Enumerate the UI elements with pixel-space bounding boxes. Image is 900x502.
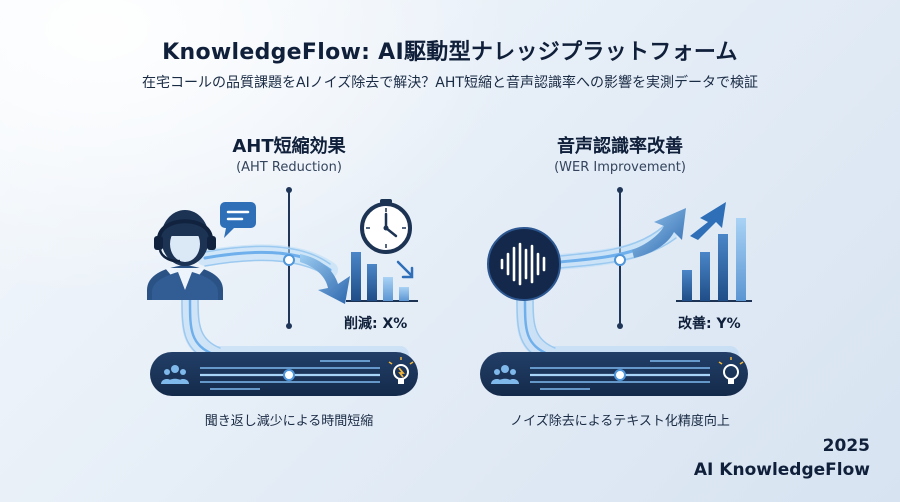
aht-flow-node [283, 254, 295, 266]
wer-caption: ノイズ除去によるテキスト化精度向上 [510, 414, 730, 429]
aht-bar-4 [399, 287, 409, 301]
wer-pill-node [614, 369, 626, 381]
team-icon-right [491, 365, 519, 384]
footer-brand: AI KnowledgeFlow [693, 460, 870, 480]
aht-bar-chart [346, 252, 418, 302]
wer-panel-subtitle: (WER Improvement) [554, 160, 686, 175]
aht-bar-3 [383, 277, 393, 301]
chat-bubble-icon [220, 202, 256, 238]
aht-panel-subtitle: (AHT Reduction) [236, 160, 342, 175]
page-title: KnowledgeFlow: AI駆動型ナレッジプラットフォーム [162, 40, 738, 65]
down-arrow-icon [300, 254, 350, 304]
down-small-arrow-icon [396, 260, 414, 279]
aht-panel-title: AHT短縮効果 [232, 136, 346, 157]
lightbulb-icon [388, 357, 414, 384]
up-arrow-icon [632, 208, 686, 258]
aht-pill-node [283, 369, 295, 381]
wer-flow-node [614, 254, 626, 266]
team-icon [161, 365, 189, 384]
wer-divider-dot-bottom [617, 323, 623, 329]
aht-divider-dot-bottom [286, 323, 292, 329]
aht-bar-1 [351, 252, 361, 301]
lightbulb-icon-right [718, 357, 744, 384]
sound-wave-icon [487, 227, 561, 301]
wer-bar-3 [718, 234, 728, 301]
wer-bar-2 [700, 252, 710, 301]
wer-bar-4 [736, 218, 746, 301]
wer-metric: 改善: Y% [678, 316, 741, 332]
aht-bar-2 [367, 264, 377, 301]
operator-headset-icon [147, 210, 223, 300]
aht-caption: 聞き返し減少による時間短縮 [204, 414, 374, 429]
wer-bar-chart [676, 202, 752, 302]
aht-divider-dot-top [286, 187, 292, 193]
wer-bar-1 [682, 270, 692, 301]
footer-year: 2025 [822, 436, 870, 456]
wer-panel-title: 音声認識率改善 [557, 136, 683, 157]
page-subtitle: 在宅コールの品質課題をAIノイズ除去で解決？AHT短縮と音声認識率への影響を実測… [142, 75, 758, 91]
wer-divider-dot-top [617, 187, 623, 193]
trend-up-arrow-icon [690, 202, 726, 240]
clock-icon [360, 199, 412, 254]
aht-metric: 削減: X% [344, 316, 408, 332]
